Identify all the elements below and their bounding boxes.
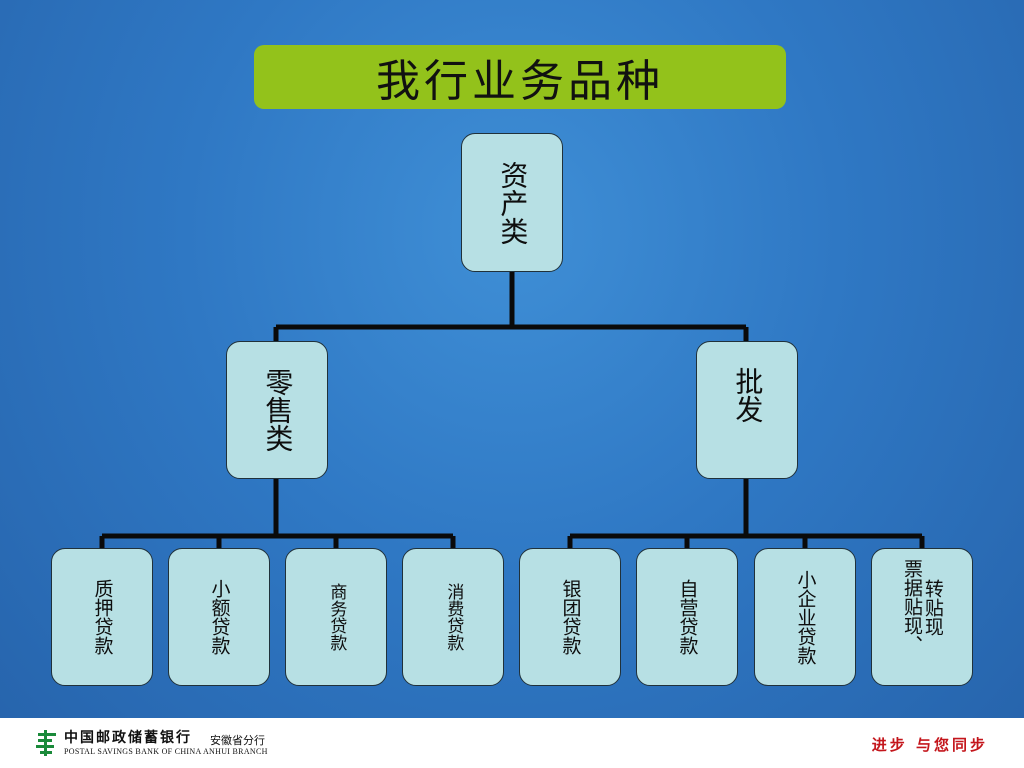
node-retail-label: 零售类 xyxy=(261,368,295,452)
node-assets: 资产类 xyxy=(461,133,563,272)
node-syndicated-loan-label: 银团贷款 xyxy=(559,579,582,655)
title-banner: 我行业务品种 xyxy=(254,45,786,109)
footer-bar: 中国邮政储蓄银行 安徽省分行 POSTAL SAVINGS BANK OF CH… xyxy=(0,718,1024,768)
node-retail: 零售类 xyxy=(226,341,328,479)
node-consumer-loan-label: 消费贷款 xyxy=(443,583,464,651)
node-assets-label: 资产类 xyxy=(496,160,530,245)
node-consumer-loan: 消费贷款 xyxy=(402,548,504,686)
page-title: 我行业务品种 xyxy=(376,56,664,107)
node-proprietary-loan-label: 自营贷款 xyxy=(676,579,699,655)
slogan: 进步 与您同步 xyxy=(871,736,988,754)
node-micro-loan: 小额贷款 xyxy=(168,548,270,686)
node-syndicated-loan: 银团贷款 xyxy=(519,548,621,686)
node-pledge-loan-label: 质押贷款 xyxy=(91,579,114,655)
node-bill-discount: 票据贴现、 转贴现 xyxy=(871,548,973,686)
node-wholesale-label: 批发 xyxy=(731,367,765,423)
branch-name-cn: 安徽省分行 xyxy=(210,734,265,747)
bank-name-en: POSTAL SAVINGS BANK OF CHINA ANHUI BRANC… xyxy=(64,747,268,756)
node-small-business-loan-label: 小企业贷款 xyxy=(794,569,817,665)
node-pledge-loan: 质押贷款 xyxy=(51,548,153,686)
bank-name-cn: 中国邮政储蓄银行 xyxy=(64,730,192,746)
node-bill-discount-label-col2: 转贴现 xyxy=(921,579,944,636)
bank-logo-icon xyxy=(36,730,56,756)
node-wholesale: 批发 xyxy=(696,341,798,479)
node-business-loan-label: 商务贷款 xyxy=(326,583,347,651)
node-micro-loan-label: 小额贷款 xyxy=(208,579,231,655)
connector-lines xyxy=(99,272,925,548)
node-proprietary-loan: 自营贷款 xyxy=(636,548,738,686)
node-bill-discount-label-col1: 票据贴现、 xyxy=(901,559,923,654)
node-small-business-loan: 小企业贷款 xyxy=(754,548,856,686)
node-business-loan: 商务贷款 xyxy=(285,548,387,686)
